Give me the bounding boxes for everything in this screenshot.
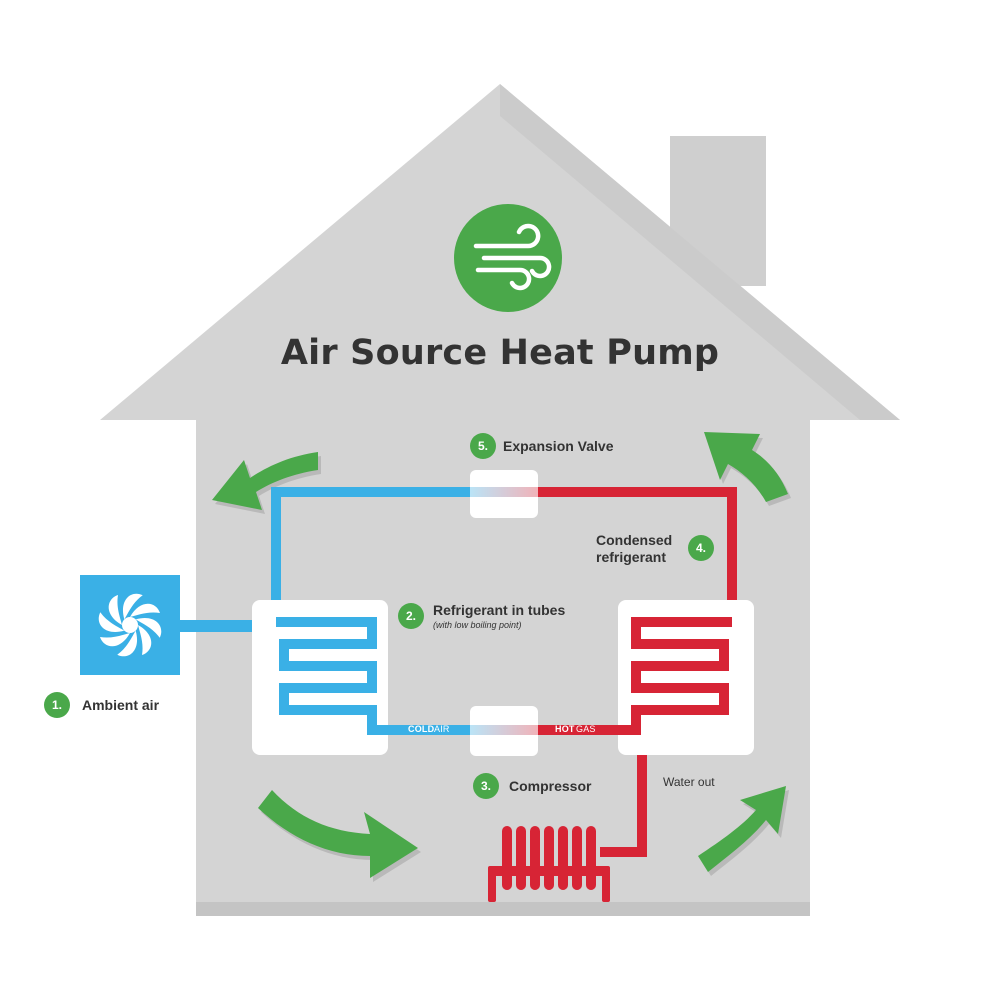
tag-cold: COLD (408, 724, 435, 734)
step-badge-4: 4. (688, 535, 714, 561)
condenser (538, 600, 754, 755)
airflow-arrow-icon (704, 432, 791, 506)
water-out-label: Water out (663, 775, 715, 789)
tag-hot: HOT (555, 724, 575, 734)
step-badge-1: 1. (44, 692, 70, 718)
airflow-arrows (212, 432, 791, 882)
cold-tube-top (271, 487, 470, 622)
refrigerant-loop (271, 487, 737, 622)
air-duct (180, 620, 254, 632)
hot-tube-top (538, 487, 737, 622)
step-label-refrigerant-tubes: Refrigerant in tubes (433, 602, 566, 618)
step-sublabel-boiling-point: (with low boiling point) (433, 620, 522, 630)
fan-icon (98, 593, 162, 657)
radiator-icon (488, 826, 610, 902)
airflow-arrow-icon (212, 452, 321, 514)
step-badge-5: 5. (470, 433, 496, 459)
step-label-condensed: Condensed (596, 532, 673, 548)
roof-shade (500, 84, 900, 420)
evaporator (252, 600, 470, 755)
page-title: Air Source Heat Pump (280, 333, 720, 373)
house-floor (196, 902, 810, 916)
wind-icon (454, 204, 562, 312)
airflow-arrow-icon (698, 786, 789, 876)
step-label-refrigerant: refrigerant (596, 549, 667, 565)
step-badge-3: 3. (473, 773, 499, 799)
water-pipe (600, 755, 647, 857)
step-label-ambient-air: Ambient air (82, 697, 160, 713)
airflow-arrow-icon (258, 790, 421, 882)
tag-gas: GAS (576, 724, 596, 734)
step-badge-2: 2. (398, 603, 424, 629)
tag-air: AIR (434, 724, 450, 734)
step-label-compressor: Compressor (509, 778, 592, 794)
compressor (470, 706, 538, 756)
step-label-expansion-valve: Expansion Valve (503, 438, 614, 454)
expansion-valve (470, 470, 538, 518)
fan-unit (80, 575, 254, 675)
